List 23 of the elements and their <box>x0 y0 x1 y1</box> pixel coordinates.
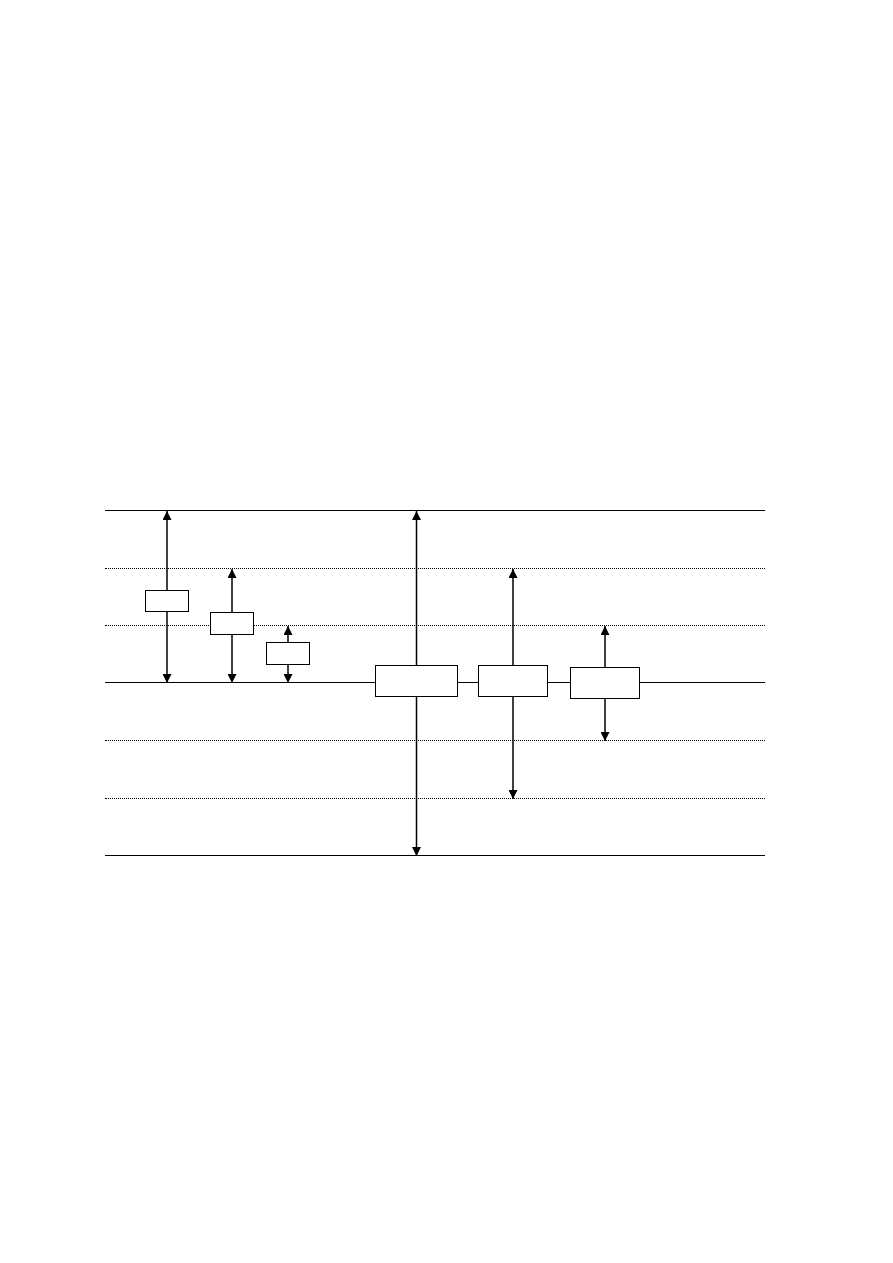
arrow <box>162 510 172 591</box>
arrow <box>412 510 421 666</box>
dashed-line <box>105 740 765 742</box>
arrow <box>412 696 421 857</box>
arrow <box>283 625 293 643</box>
arrow <box>283 664 293 684</box>
horizontal-line <box>105 855 765 857</box>
empty-box <box>210 612 254 635</box>
empty-box <box>478 665 548 697</box>
empty-box <box>375 665 458 697</box>
empty-box <box>266 642 310 665</box>
arrow <box>508 568 518 666</box>
dashed-line <box>105 568 765 570</box>
arrow <box>227 568 237 613</box>
arrow <box>600 625 610 668</box>
dashed-line <box>105 798 765 800</box>
empty-box <box>570 667 640 699</box>
arrow <box>162 611 172 684</box>
arrow <box>508 696 518 800</box>
horizontal-line <box>105 510 765 512</box>
empty-box <box>145 590 189 612</box>
arrow <box>227 634 237 684</box>
arrow <box>600 698 610 742</box>
